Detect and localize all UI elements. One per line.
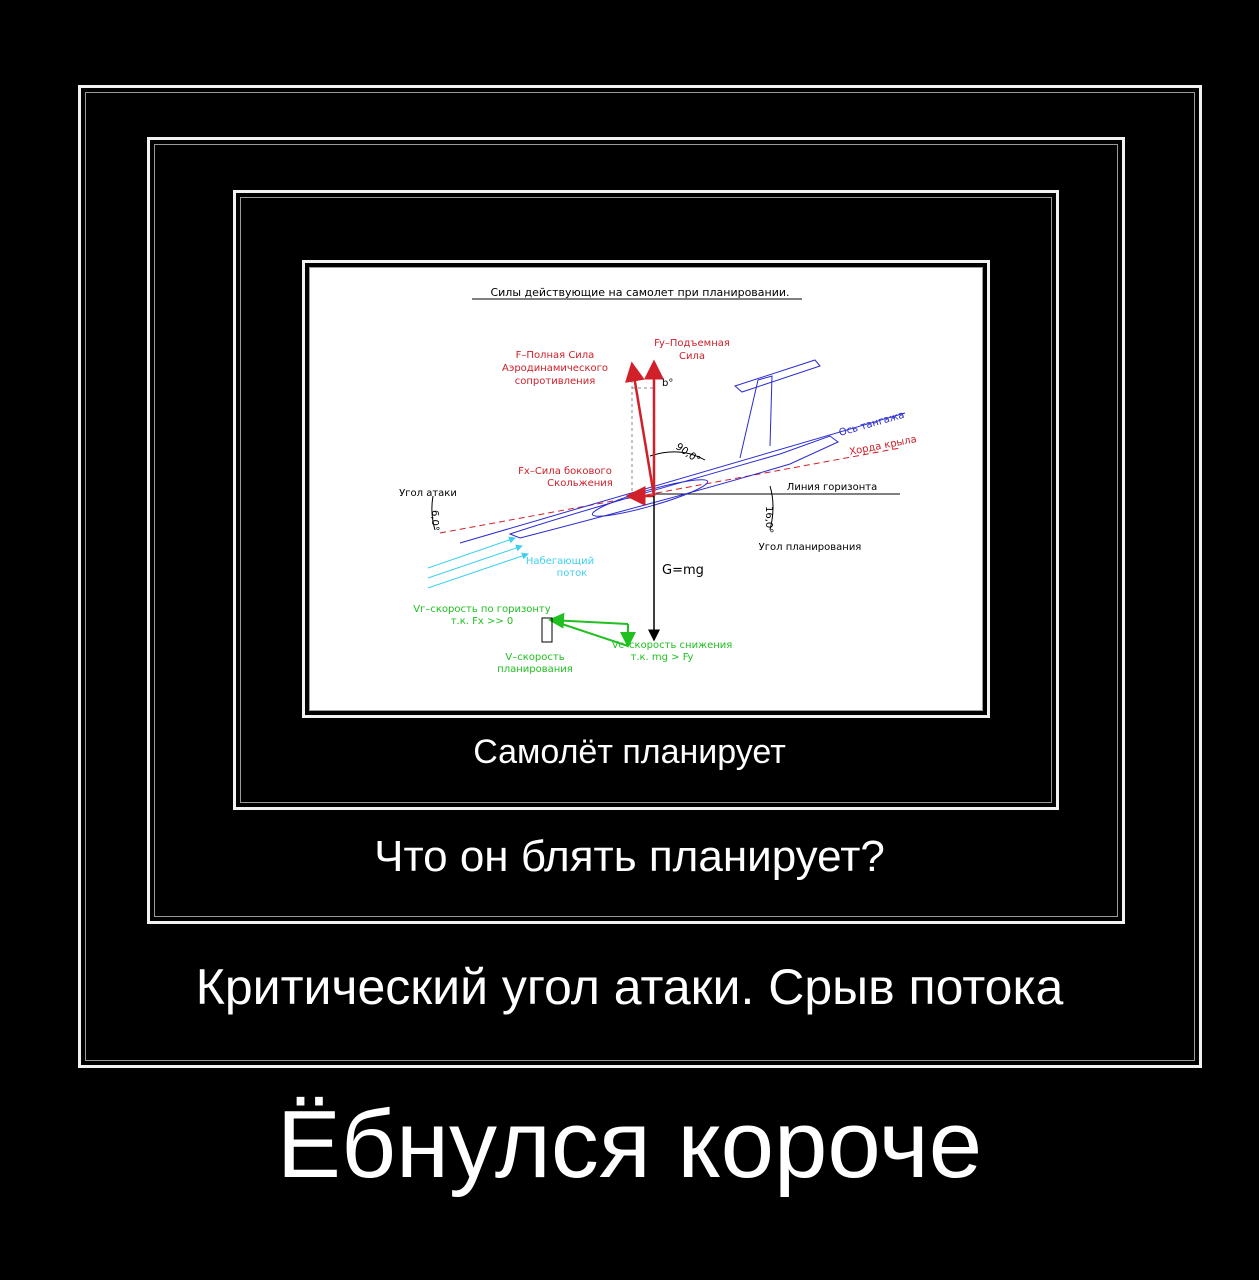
- v-speed-label-1: V–скорость: [505, 652, 564, 663]
- attack-angle-value: 6,0°: [429, 510, 440, 531]
- vg-speed-label-2: т.к. Fx >> 0: [451, 616, 514, 627]
- fx-side-label-1: Fx–Сила бокового: [518, 466, 612, 477]
- caption-level-2: Что он блять планирует?: [374, 832, 885, 881]
- glide-angle-value: 16,0°: [763, 506, 774, 533]
- weight-label: G=mg: [662, 563, 704, 578]
- f-full-label-2: Аэродинамического: [502, 363, 608, 374]
- level2-frame: [147, 137, 1125, 924]
- fx-side-label-2: Скольжения: [547, 478, 613, 489]
- glide-angle-label: Угол планирования: [759, 542, 862, 553]
- f-full-label-3: сопротивления: [515, 376, 595, 387]
- caption-level-4: Ёбнулся короче: [276, 1091, 983, 1198]
- vc-speed-label-1: Vc–скорость снижения: [612, 640, 733, 651]
- horizon-line-label: Линия горизонта: [787, 482, 877, 493]
- pitch-axis-label: Ось тангажа: [838, 410, 906, 439]
- inner-image-frame: [302, 260, 990, 718]
- f-full-label-1: F–Полная Сила: [516, 350, 595, 361]
- outer-frame: [78, 85, 1202, 1068]
- vc-speed-label-2: т.к. mg > Fy: [631, 652, 694, 663]
- b-angle-label: b°: [662, 378, 673, 389]
- level3-frame: [233, 190, 1059, 810]
- diagram-svg: Силы действующие на самолет при планиров…: [399, 286, 917, 675]
- angle-90-label: 90,0°: [673, 441, 702, 466]
- wing-chord-label: Хорда крыла: [848, 434, 917, 458]
- vg-speed-label-1: Vг–скорость по горизонту: [413, 604, 550, 615]
- oncoming-flow-label-2: поток: [557, 568, 588, 579]
- fy-lift-label-1: Fy–Подъемная: [654, 338, 730, 349]
- aircraft-forces-diagram: Силы действующие на самолет при планиров…: [310, 268, 982, 710]
- fy-lift-label-2: Сила: [679, 351, 705, 362]
- caption-level-3: Критический угол атаки. Срыв потока: [195, 959, 1064, 1015]
- diagram-title: Силы действующие на самолет при планиров…: [490, 286, 789, 299]
- attack-angle-label: Угол атаки: [399, 488, 457, 499]
- oncoming-flow-label-1: Набегающий: [526, 556, 594, 567]
- v-speed-label-2: планирования: [497, 664, 573, 675]
- caption-level-1: Самолёт планирует: [473, 733, 786, 771]
